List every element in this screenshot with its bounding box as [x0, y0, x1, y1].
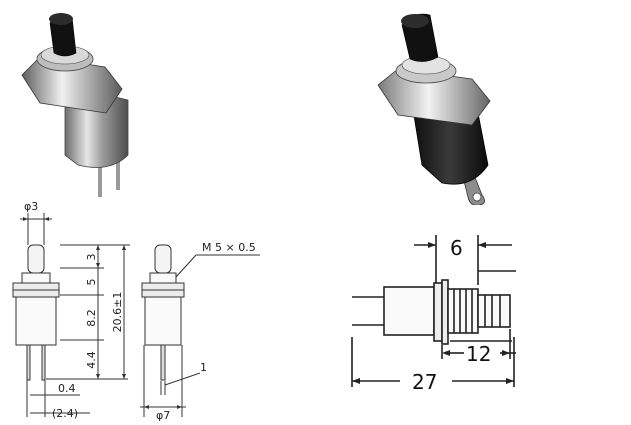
dim-pin-offset: (2.4) — [52, 407, 78, 420]
dim-total: 27 — [412, 370, 437, 394]
dim-body-height: 8.2 — [85, 309, 98, 327]
dim-plunger-height: 3 — [85, 254, 98, 261]
dim-base-diameter: φ7 — [156, 409, 170, 422]
switch-photo-silver — [21, 13, 129, 197]
dim-thread: M 5 × 0.5 — [202, 241, 256, 254]
dim-top-diameter: φ3 — [24, 200, 38, 213]
technical-drawing-right: 6 12 27 — [351, 235, 516, 394]
dim-pin-height: 4.4 — [85, 351, 98, 369]
technical-drawing-left: φ3 3 5 8.2 4.4 20.6±1 0.4 (2.4) M 5 × 0.… — [12, 200, 260, 422]
dim-collar-height: 5 — [85, 279, 98, 286]
dim-total-height: 20.6±1 — [111, 292, 124, 333]
dim-top: 6 — [450, 236, 463, 260]
dim-pin-thickness: 1 — [200, 361, 207, 374]
dim-middle: 12 — [466, 342, 491, 366]
dim-pin-gap: 0.4 — [58, 382, 76, 395]
switch-photo-black — [377, 13, 491, 205]
